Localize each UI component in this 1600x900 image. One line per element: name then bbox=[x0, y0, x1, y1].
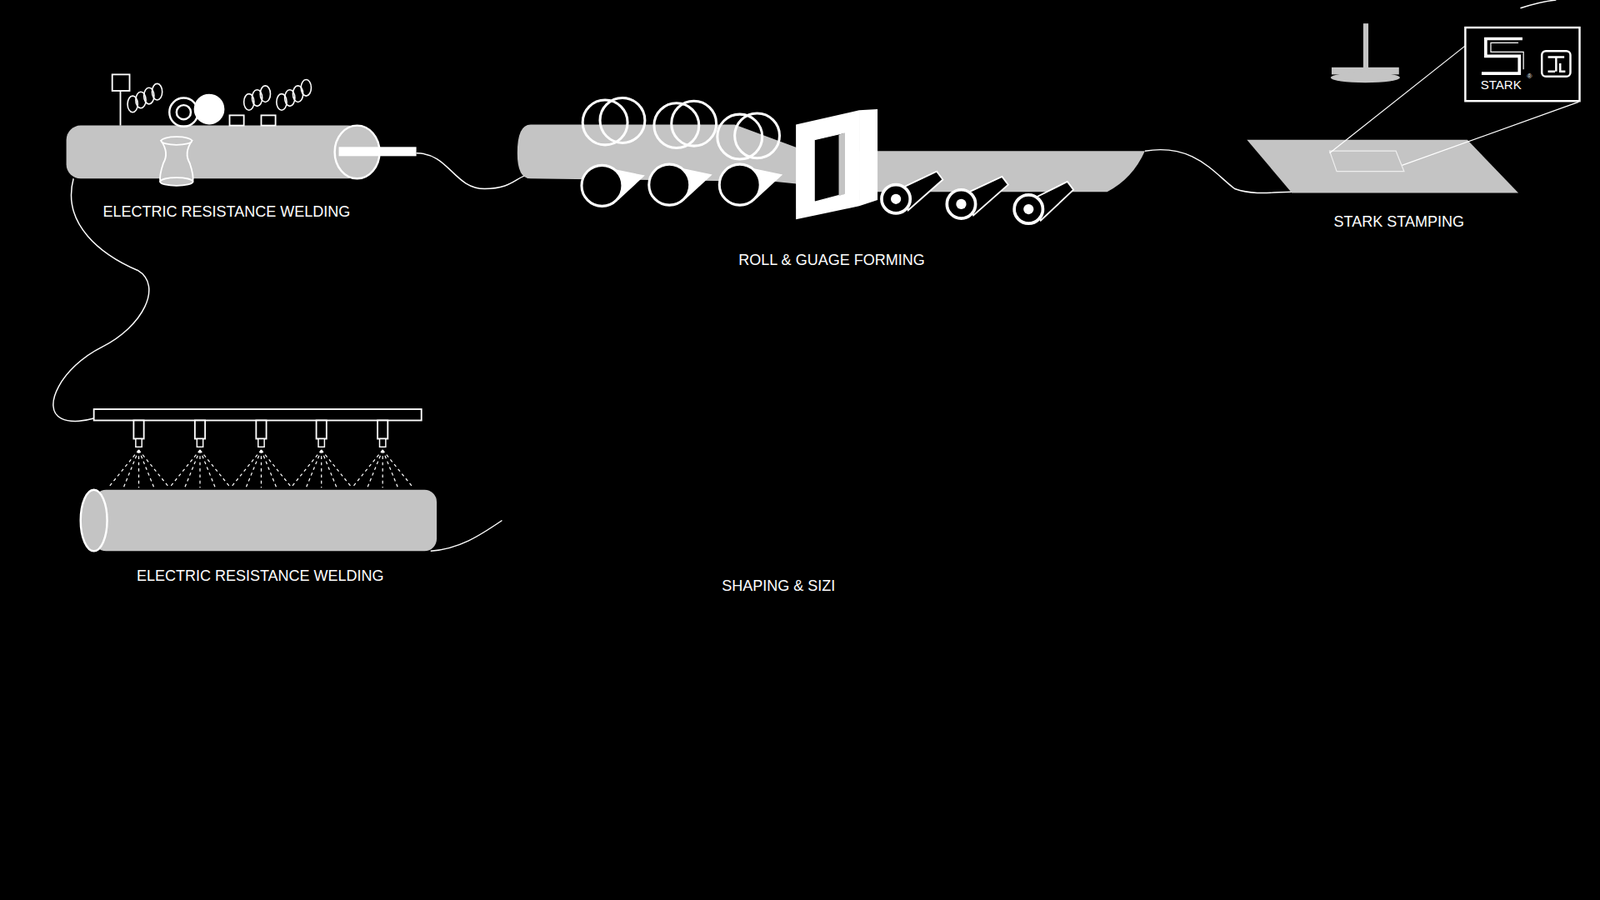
spray-bar bbox=[94, 409, 422, 420]
wire bbox=[1520, 0, 1556, 9]
nozzle bbox=[133, 420, 144, 439]
stage-label: STARK STAMPING bbox=[1334, 214, 1465, 231]
spray-jet bbox=[245, 450, 261, 488]
sizing-rollers bbox=[881, 171, 1074, 224]
spray-jet bbox=[351, 450, 383, 488]
roller bbox=[169, 98, 198, 127]
spray-jet bbox=[321, 450, 337, 488]
electrode-stick bbox=[120, 90, 122, 126]
nozzles bbox=[108, 420, 414, 488]
nozzle-tip bbox=[196, 439, 203, 448]
rod bbox=[339, 146, 417, 156]
registered-mark: ® bbox=[1527, 73, 1533, 81]
spray-jet bbox=[321, 450, 353, 488]
label-holder: ® bbox=[1527, 66, 1533, 82]
stamp-mark bbox=[1330, 150, 1405, 171]
spray-jet bbox=[382, 450, 384, 488]
clamp bbox=[260, 115, 275, 125]
spray-jet bbox=[185, 450, 200, 488]
lower-rollers bbox=[581, 164, 783, 206]
spray-jet bbox=[320, 450, 322, 488]
spray-jet bbox=[382, 450, 414, 488]
roller-hub bbox=[176, 105, 191, 120]
wire bbox=[430, 520, 503, 551]
label-holder: ELECTRIC RESISTANCE WELDING bbox=[136, 568, 385, 585]
roll-forming bbox=[517, 98, 1145, 225]
pipe-body bbox=[94, 490, 437, 551]
nozzle bbox=[255, 420, 266, 439]
clamp bbox=[230, 115, 245, 125]
torch-base bbox=[160, 177, 193, 186]
spray-jet bbox=[108, 450, 140, 488]
stamping bbox=[1246, 23, 1580, 193]
spray-station bbox=[80, 409, 437, 551]
isi-mark-inner bbox=[1548, 57, 1566, 72]
spray-jet bbox=[123, 450, 139, 488]
press-base bbox=[1330, 72, 1400, 83]
wires bbox=[53, 0, 1556, 551]
spray-jet bbox=[230, 450, 262, 488]
spray-jet bbox=[139, 450, 170, 488]
spray-jet bbox=[138, 450, 140, 488]
spray-jet bbox=[367, 450, 383, 488]
nozzle bbox=[377, 420, 388, 439]
gauge-die bbox=[795, 109, 878, 220]
logo-text: STARK bbox=[1480, 78, 1522, 93]
spray-jet bbox=[260, 450, 262, 488]
leader-line bbox=[1401, 101, 1579, 165]
nozzle bbox=[195, 420, 205, 439]
upper-rollers bbox=[582, 98, 780, 160]
spray-jet bbox=[200, 450, 215, 488]
logo-s-inner bbox=[1490, 42, 1524, 70]
spray-jet bbox=[260, 450, 292, 488]
label-holder: ROLL & GUAGE FORMING bbox=[738, 253, 925, 270]
nozzle-tip bbox=[258, 439, 265, 448]
label-holder: STARK bbox=[1480, 77, 1522, 93]
press-shaft bbox=[1363, 23, 1369, 70]
spray-jet bbox=[200, 450, 231, 488]
pipe-body bbox=[66, 125, 363, 180]
nozzle bbox=[316, 420, 327, 439]
electrode-box bbox=[112, 74, 130, 91]
nozzle-tip bbox=[380, 439, 386, 448]
stage-label: SHAPING & SIZI bbox=[721, 578, 835, 595]
spray-jet bbox=[290, 450, 322, 488]
label-holder: STARK STAMPING bbox=[1334, 214, 1465, 231]
label-holder: ELECTRIC RESISTANCE WELDING bbox=[102, 204, 350, 221]
isi-mark bbox=[1541, 50, 1570, 77]
logo-s bbox=[1481, 39, 1523, 75]
spray-jet bbox=[199, 450, 200, 488]
pipe-end bbox=[80, 490, 108, 551]
torch bbox=[160, 140, 194, 182]
label-holder: SHAPING & SIZI bbox=[721, 578, 835, 595]
stage-label: ROLL & GUAGE FORMING bbox=[738, 253, 925, 270]
nozzle-tip bbox=[318, 439, 325, 448]
welding-pipe bbox=[66, 74, 417, 185]
stage-label: ELECTRIC RESISTANCE WELDING bbox=[102, 204, 350, 221]
nozzle-tip bbox=[135, 439, 142, 448]
torch-top bbox=[160, 136, 192, 145]
sheet bbox=[1246, 140, 1519, 194]
leader-line bbox=[1330, 45, 1467, 154]
stage-label: ELECTRIC RESISTANCE WELDING bbox=[136, 568, 385, 585]
spray-jet bbox=[382, 450, 398, 488]
spray-jet bbox=[260, 450, 276, 488]
logo-box bbox=[1465, 27, 1580, 101]
spray-jet bbox=[305, 450, 321, 488]
spray-jet bbox=[139, 450, 155, 488]
spray-jet bbox=[169, 450, 200, 488]
roller bbox=[194, 94, 225, 125]
wire bbox=[416, 153, 526, 190]
